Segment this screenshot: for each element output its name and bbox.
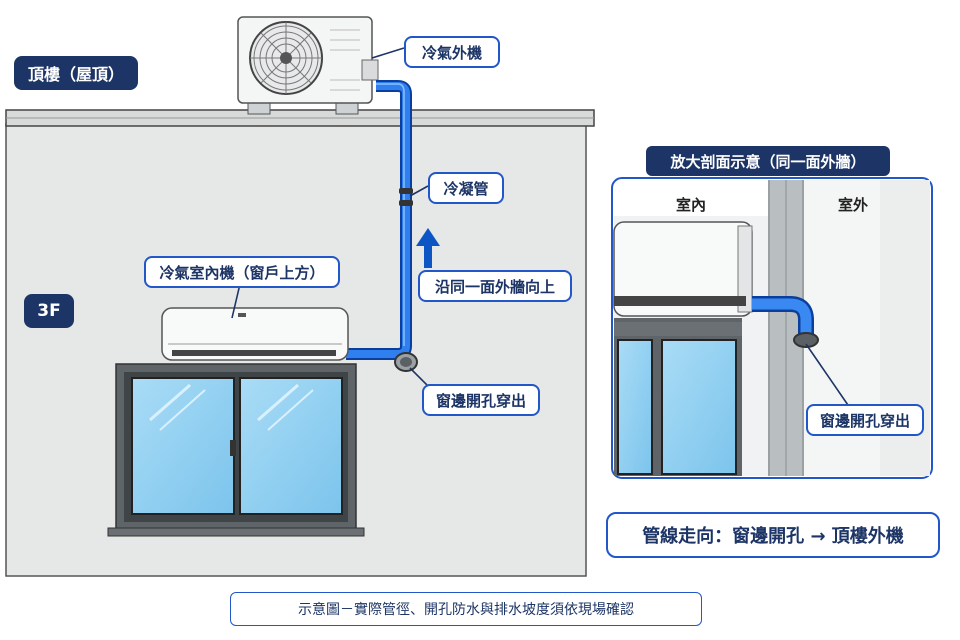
third-floor-badge: 3F <box>24 294 74 328</box>
window <box>107 363 365 537</box>
route-summary: 管線走向：窗邊開孔 → 頂樓外機 <box>606 512 940 558</box>
route-up-label: 沿同一面外牆向上 <box>418 270 572 302</box>
pipe-clip <box>399 188 413 194</box>
pipe-clip <box>399 200 413 206</box>
roof-floor-badge: 頂樓（屋頂） <box>14 56 138 90</box>
indoor-unit-label: 冷氣室內機（窗戶上方） <box>144 256 340 288</box>
footer-note: 示意圖－實際管徑、開孔防水與排水坡度須依現場確認 <box>230 592 702 626</box>
outdoor-unit <box>237 16 379 115</box>
fan-icon <box>249 21 323 95</box>
inset-indoor-label: 室內 <box>676 196 707 214</box>
arrow-up-icon <box>416 228 440 268</box>
condensate-pipe-label: 冷凝管 <box>428 172 504 204</box>
inset-title: 放大剖面示意（同一面外牆） <box>646 146 890 176</box>
inset-outdoor-label: 室外 <box>838 196 869 214</box>
outdoor-unit-label: 冷氣外機 <box>404 36 500 68</box>
inset-hole-exit-label: 窗邊開孔穿出 <box>806 404 924 436</box>
hole-exit-label: 窗邊開孔穿出 <box>422 384 540 416</box>
indoor-unit <box>161 307 349 361</box>
